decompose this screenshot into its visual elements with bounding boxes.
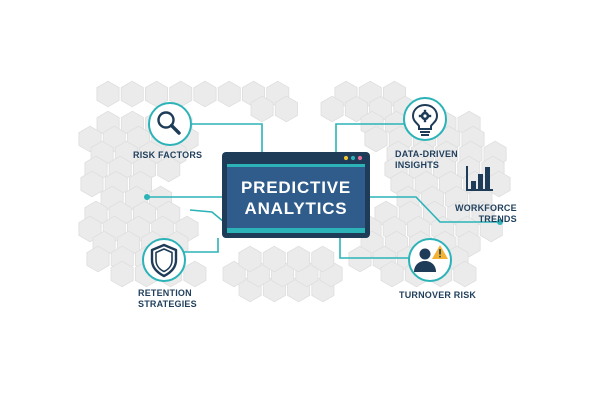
- background-hexagon: [86, 245, 110, 273]
- background-hexagon: [262, 245, 286, 273]
- node-data-driven-insights: [403, 97, 447, 141]
- magnifier-icon: [157, 111, 181, 135]
- center-title-line1: PREDICTIVE: [241, 178, 351, 197]
- hexagon-background: [78, 80, 511, 303]
- background-hexagon: [453, 260, 477, 288]
- background-hexagon: [193, 80, 217, 108]
- label-workforce-trends: WORKFORCE TRENDS: [455, 203, 517, 225]
- background-hexagon: [250, 95, 274, 123]
- label-turnover-risk: TURNOVER RISK: [399, 290, 476, 301]
- lightbulb-gear-icon: [411, 103, 439, 136]
- connector-dot-left: [144, 194, 150, 200]
- background-hexagon: [274, 95, 298, 123]
- connector-retention: [182, 238, 219, 253]
- background-hexagon: [222, 260, 246, 288]
- predictive-analytics-panel: PREDICTIVE ANALYTICS: [222, 152, 370, 238]
- background-hexagon: [110, 260, 134, 288]
- connector-lines: [147, 123, 500, 259]
- node-turnover-risk: [408, 238, 452, 282]
- connector-dots: [144, 194, 503, 225]
- background-hexagon: [183, 260, 207, 288]
- window-dot-pink: [357, 155, 363, 161]
- background-hexagon: [364, 125, 388, 153]
- center-title-line2: ANALYTICS: [245, 199, 348, 218]
- background-hexagon: [320, 95, 344, 123]
- label-line: INSIGHTS: [395, 160, 440, 170]
- background-hexagon: [169, 80, 193, 108]
- label-risk-factors: RISK FACTORS: [133, 150, 202, 161]
- connector-dot-right: [497, 219, 503, 225]
- panel-screen: [227, 164, 365, 228]
- label-line: WORKFORCE: [455, 203, 517, 213]
- label-data-driven-insights: DATA-DRIVEN INSIGHTS: [395, 149, 458, 171]
- label-line: STRATEGIES: [138, 299, 197, 309]
- connector-lower-left: [189, 209, 225, 223]
- node-retention-strategies: [142, 238, 186, 282]
- connector-insights: [335, 123, 404, 152]
- label-line: TRENDS: [478, 214, 517, 224]
- background-hexagon: [96, 80, 120, 108]
- panel-top-bar: [227, 164, 365, 167]
- window-dot-teal: [350, 155, 356, 161]
- background-hexagon: [311, 245, 335, 273]
- background-hexagon: [157, 155, 181, 183]
- background-hexagon: [217, 80, 241, 108]
- background-hexagon: [120, 80, 144, 108]
- person-warning-icon: [414, 245, 448, 272]
- background-hexagon: [348, 245, 372, 273]
- label-line: RISK FACTORS: [133, 150, 203, 160]
- shield-icon: [150, 243, 178, 278]
- label-retention-strategies: RETENTION STRATEGIES: [138, 288, 197, 310]
- background-hexagon: [238, 245, 262, 273]
- background-hexagon: [286, 245, 311, 273]
- connector-workforce: [368, 196, 500, 223]
- panel-bottom-bar: [227, 228, 365, 233]
- background-hexagon: [380, 260, 404, 288]
- background-hexagon: [80, 170, 104, 198]
- label-line: RETENTION: [138, 288, 192, 298]
- bar-chart-icon: [466, 166, 493, 191]
- label-line: DATA-DRIVEN: [395, 149, 458, 159]
- connector-risk-factors: [192, 123, 263, 152]
- label-line: TURNOVER RISK: [399, 290, 477, 300]
- background-hexagon: [144, 80, 169, 108]
- node-risk-factors: [148, 102, 192, 146]
- window-dot-yellow: [343, 155, 349, 161]
- connector-turnover: [339, 238, 412, 259]
